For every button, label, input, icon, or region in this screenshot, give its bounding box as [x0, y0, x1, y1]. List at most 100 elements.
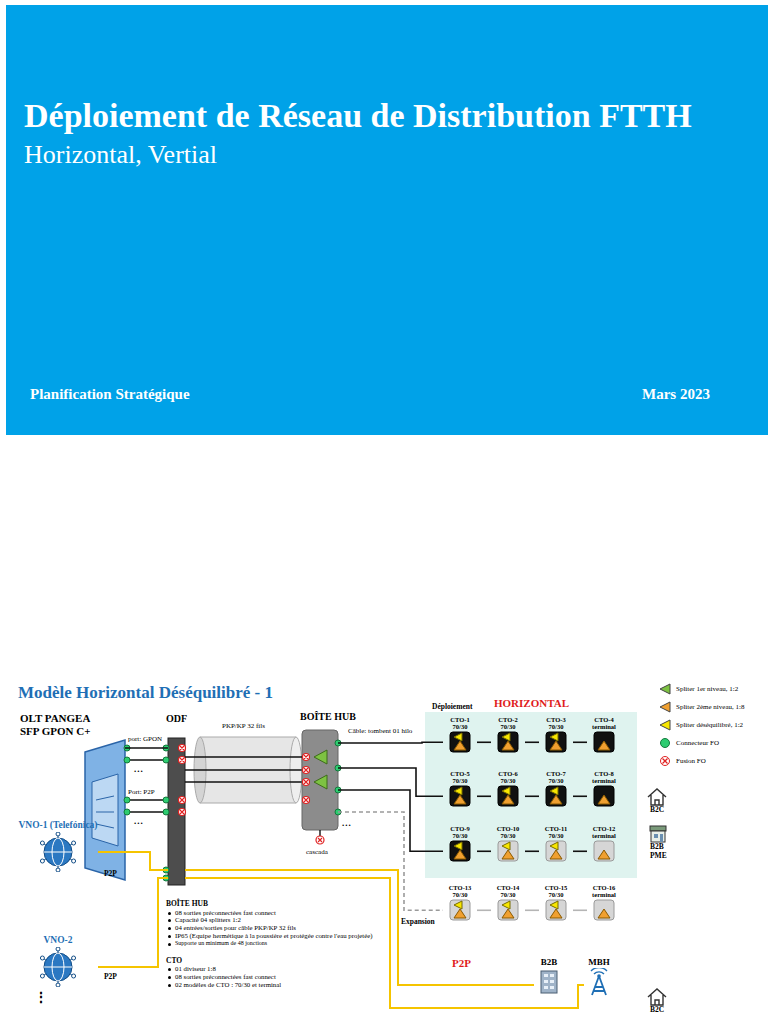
splitter-level2 — [598, 741, 610, 750]
legend-row: Fusion FO — [658, 752, 766, 770]
note-bullet: 02 modèles de CTO : 70/30 et terminal — [166, 981, 378, 989]
splitter-unbalanced — [550, 901, 558, 909]
customer-label: B2C — [650, 1006, 664, 1015]
cto-icon — [498, 900, 518, 920]
cto-box: CTO-16 terminal — [587, 884, 621, 921]
splitter-unbalanced — [454, 787, 462, 795]
network-node — [56, 947, 60, 951]
splitter-level1 — [314, 775, 327, 789]
fibre-link — [477, 741, 491, 743]
subtitle: Horizontal, Vertial — [24, 140, 217, 170]
cto-box: CTO-4 terminal — [587, 716, 621, 753]
splitter-unbalanced — [502, 787, 510, 795]
horizontal-panel — [425, 712, 637, 878]
node-heading: OLT PANGEA SFP GPON C+ — [20, 712, 100, 737]
cto-icon — [450, 900, 470, 920]
node-label: CTO-8 terminal — [587, 770, 621, 784]
building-icon — [541, 971, 557, 993]
splitter-level2 — [550, 850, 562, 859]
splitter-level1 — [314, 750, 327, 764]
section-title: Modèle Horizontal Déséquilibré - 1 — [18, 683, 273, 703]
node-label: CTO-10 70/30 — [491, 825, 525, 839]
b2c-house — [648, 789, 666, 1005]
node-heading: BOÎTE HUB — [300, 711, 380, 723]
cascade-label: cascada — [306, 848, 328, 856]
cto-icon — [545, 840, 567, 862]
slide-title: Déploiement de Réseau de Distribution FT… — [24, 96, 692, 135]
building-window — [544, 980, 548, 983]
legend-text: Spliter 2ème niveau, 1:8 — [676, 703, 744, 711]
customer-label: B2C — [650, 806, 664, 815]
horizontal-panel — [425, 712, 637, 878]
legend-text: Connecteur FO — [676, 739, 719, 747]
legend-row: Spliter 2ème niveau, 1:8 — [658, 698, 766, 716]
sme-shop — [650, 826, 666, 842]
cto-icon — [449, 899, 471, 921]
legend-swatch — [658, 701, 672, 713]
legend-swatch — [658, 719, 672, 731]
network-globe — [44, 953, 72, 981]
network-globe — [44, 851, 72, 852]
cto-icon — [450, 841, 470, 861]
fibre-link — [573, 850, 587, 852]
fibre-link — [573, 741, 587, 743]
cable-fibre — [185, 781, 302, 782]
node-label: CTO-6 70/30 — [491, 770, 525, 784]
fibre-link — [573, 909, 587, 911]
cto-icon — [450, 732, 470, 752]
customer-label: B2B PME — [650, 843, 674, 860]
cto-icon — [594, 900, 614, 920]
fibre-jumper — [125, 811, 168, 812]
ellipsis: ... — [134, 816, 144, 826]
splitter-level2 — [598, 795, 610, 804]
node-label: VNO-2 — [18, 935, 98, 946]
footer-date: Mars 2023 — [642, 386, 710, 403]
network-node — [72, 956, 76, 960]
ellipsis: ⋮ — [34, 990, 48, 1006]
building-window — [550, 974, 554, 977]
fibre-cable — [200, 803, 296, 804]
splitter-level2 — [502, 795, 514, 804]
fibre-link — [477, 850, 491, 852]
cto-icon — [497, 899, 519, 921]
node-label: CTO-5 70/30 — [443, 770, 477, 784]
odf-frame: ODF — [168, 738, 185, 885]
tower-icon — [597, 975, 601, 979]
zone-title: HORIZONTAL — [494, 697, 569, 710]
tower-waves — [591, 968, 607, 974]
fusion-cross — [180, 746, 322, 842]
splitter-level2 — [454, 795, 466, 804]
tower-icon — [587, 968, 611, 996]
splitter-level2 — [598, 909, 610, 918]
cto-box: CTO-13 70/30 — [443, 884, 477, 921]
building-window — [544, 974, 548, 977]
note-bullet: Supporte un minimum de 48 jonctions — [166, 940, 378, 947]
cto-box: CTO-6 70/30 — [491, 770, 525, 807]
legend-swatch — [663, 759, 668, 764]
fibre-link — [573, 795, 587, 797]
splitter-unbalanced — [454, 733, 462, 741]
connector-dot — [124, 797, 130, 803]
cto-icon — [546, 900, 566, 920]
olt-chassis — [85, 740, 125, 880]
network-globe — [44, 966, 72, 967]
cascade-link — [319, 830, 320, 836]
network-node — [56, 983, 60, 987]
connector-dot — [124, 740, 341, 881]
cto-icon — [593, 899, 615, 921]
network-globe — [44, 838, 72, 866]
splitter-level2 — [454, 741, 466, 750]
sme-shop — [651, 831, 665, 842]
cto-box: CTO-9 70/30 — [443, 825, 477, 862]
network-node — [40, 974, 44, 978]
node-label: CTO-2 70/30 — [491, 716, 525, 730]
sme-shop — [654, 834, 658, 838]
network-node — [56, 868, 60, 872]
legend-swatch — [660, 720, 670, 730]
cto-icon — [546, 786, 566, 806]
spec-notes: BOÎTE HUB08 sorties préconnectées fast c… — [166, 898, 378, 989]
legend-text: Spliter déséquilibré, 1:2 — [676, 721, 743, 729]
node-label: CTO-4 terminal — [587, 716, 621, 730]
b2c-house — [648, 989, 666, 1005]
port-label: port: GPON — [128, 735, 162, 743]
